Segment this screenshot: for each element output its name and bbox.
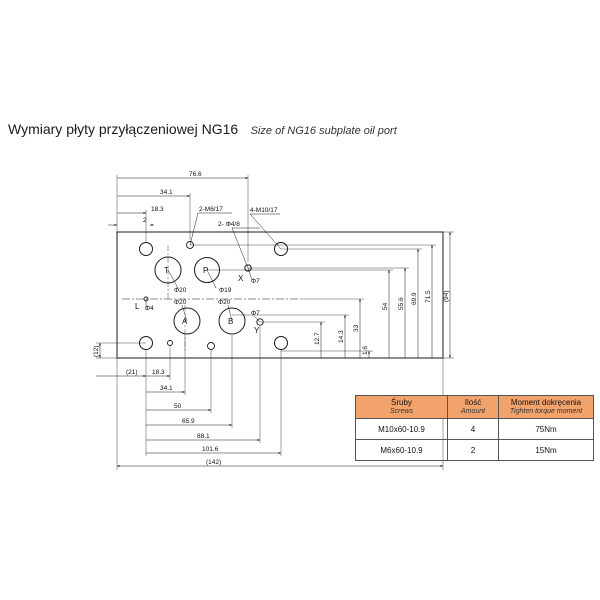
table-row: M6x60-10.9 2 15Nm [355,439,594,461]
header-torque-sub: Tighten torque moment [509,408,583,415]
table-row: M10x60-10.9 4 75Nm [355,418,594,440]
header-screws-sub: Screws [390,408,413,415]
callout-d4-l: Φ4 [145,305,154,312]
dim-bottom-18-3: 18.3 [152,369,165,376]
dim-right-71-5: 71.5 [425,290,432,303]
header-screws: Śruby Screws [355,395,448,419]
dim-top-2: 2 [143,217,147,224]
port-l-label: L [135,302,140,311]
header-screws-main: Śruby [391,398,412,407]
port-t-circle [154,256,182,284]
callout-thread-m10: 4-M10/17 [250,207,278,214]
callout-d20-t: Φ20 [174,287,187,294]
dim-bottom-50: 50 [174,403,182,410]
header-amount-main: Ilość [464,398,482,407]
bolt-hole-top-left [139,242,153,256]
page-title: Wymiary płyty przyłączeniowej NG16 Size … [8,121,397,139]
header-torque: Moment dokręcenia Tighten torque moment [498,395,594,419]
dim-right-12-7: 12.7 [314,332,321,345]
callout-d20-a: Φ20 [174,299,187,306]
callout-d7-y: Φ7 [251,310,260,317]
table-header-row: Śruby Screws Ilość Amount Moment dokręce… [355,395,594,419]
cell-amount: 4 [447,418,499,440]
header-amount: Ilość Amount [447,395,499,419]
callout-d19-p: Φ19 [219,287,232,294]
port-b-circle [218,307,246,335]
port-a-label: A [182,317,188,326]
header-torque-main: Moment dokręcenia [510,398,582,407]
dim-top-34-1: 34.1 [160,189,173,196]
dim-right-1-6: 1.6 [362,346,369,355]
dim-right-69-9: 69.9 [411,292,418,305]
port-y-label: Y [254,326,260,335]
dim-bottom-34-1: 34.1 [160,385,173,392]
callout-d20-b: Φ20 [218,299,231,306]
dim-right-55-6: 55.6 [398,297,405,310]
dim-right-14-3: 14.3 [338,330,345,343]
cell-amount: 2 [447,439,499,461]
dim-right-33: 33 [353,324,360,332]
bolt-hole-bottom-right [274,336,288,350]
callout-d7-x: Φ7 [251,278,260,285]
port-b-label: B [228,317,233,326]
dim-top-76-6: 76.6 [189,171,202,178]
dim-top-18-3: 18.3 [151,206,164,213]
dim-bottom-142: (142) [206,459,221,466]
header-amount-sub: Amount [460,408,486,415]
callout-thread-m6: 2-M6/17 [199,206,223,213]
plate-outline [116,231,444,359]
dim-right-54: 54 [382,302,389,310]
dim-bottom-88-1: 88.1 [197,433,210,440]
cell-torque: 15Nm [498,439,594,461]
screw-spec-table: Śruby Screws Ilość Amount Moment dokręce… [355,395,594,461]
port-a-circle [173,307,201,335]
dim-right-94: (94) [443,290,450,302]
cell-screw: M10x60-10.9 [355,418,448,440]
callout-pin-d4: 2- Φ4/8 [218,221,240,228]
dim-bottom-101-6: 101.6 [202,446,219,453]
port-x-label: X [238,274,244,283]
pin-hole-bottom [167,340,173,346]
cell-screw: M6x60-10.9 [355,439,448,461]
title-polish: Wymiary płyty przyłączeniowej NG16 [8,121,239,137]
title-english: Size of NG16 subplate oil port [250,125,397,137]
m6-hole-bottom [207,342,215,350]
cell-torque: 75Nm [498,418,594,440]
dim-bottom-65-9: 65.9 [182,418,195,425]
dim-left-12: (12) [93,345,100,357]
port-p-label: P [203,266,208,275]
dim-bottom-21: (21) [126,369,138,376]
port-t-label: T [164,266,169,275]
